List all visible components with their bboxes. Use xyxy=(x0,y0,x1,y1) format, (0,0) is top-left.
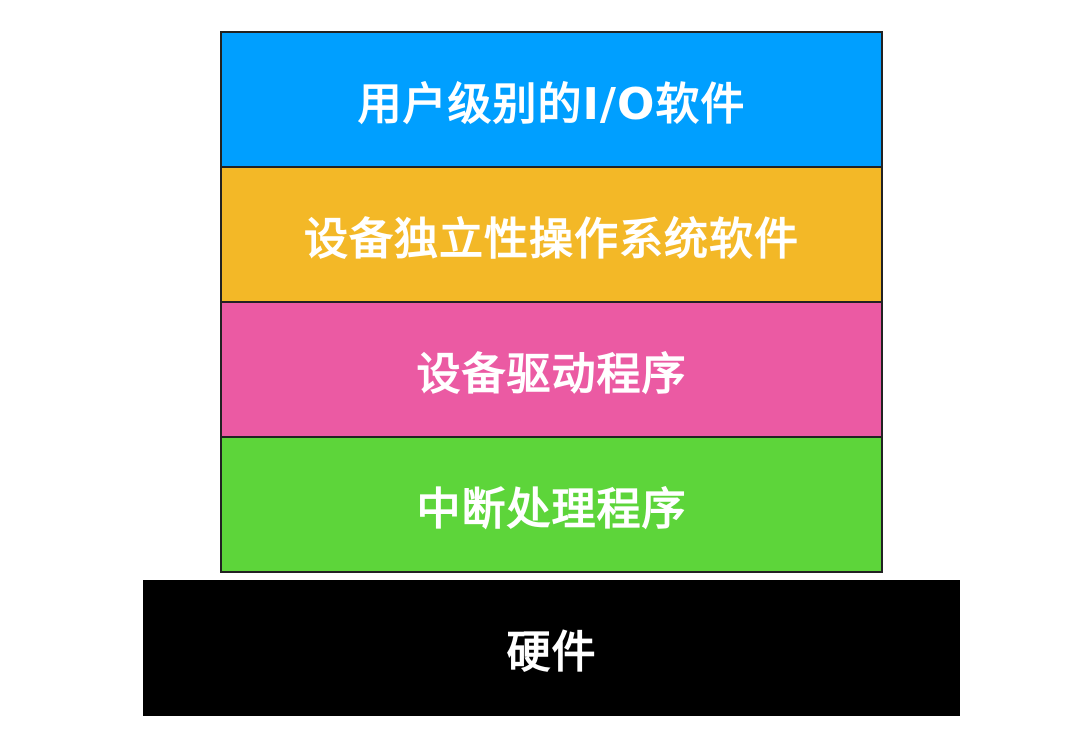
layer-label-interrupt-handlers: 中断处理程序 xyxy=(416,483,687,535)
hardware-base: 硬件 xyxy=(143,580,960,716)
layer-device-independent-os-software: 设备独立性操作系统软件 xyxy=(220,166,883,303)
layer-device-drivers: 设备驱动程序 xyxy=(220,301,883,438)
layer-label-device-drivers: 设备驱动程序 xyxy=(416,348,687,400)
layer-user-level-io-software: 用户级别的I/O软件 xyxy=(220,31,883,168)
io-software-layer-stack: 用户级别的I/O软件 设备独立性操作系统软件 设备驱动程序 中断处理程序 xyxy=(220,31,883,573)
layer-label-device-independent: 设备独立性操作系统软件 xyxy=(304,213,799,265)
layer-interrupt-handlers: 中断处理程序 xyxy=(220,436,883,573)
hardware-label: 硬件 xyxy=(506,627,597,678)
layer-label-user-level-io: 用户级别的I/O软件 xyxy=(357,78,746,130)
